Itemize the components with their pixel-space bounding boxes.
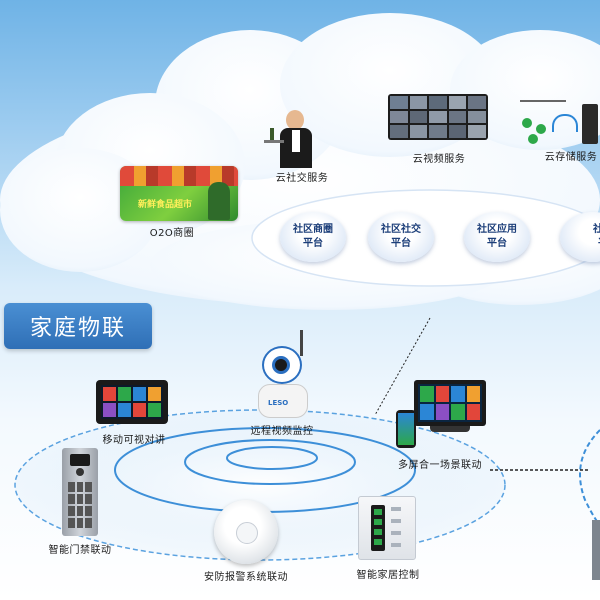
video-wall [388,94,488,140]
camera-brand: LESO [268,399,289,407]
social-service-label: 云社交服务 [275,173,329,184]
platform-community-social: 社区社交平台 [368,212,434,262]
o2o-banner: 新鲜食品超市 [120,166,238,221]
home-iot-title: 家庭物联 [4,303,152,349]
tv-screen [414,380,486,426]
control-panel [358,496,416,560]
right-ring-fragment [579,429,600,526]
multi-screen-label: 多屏合一场景联动 [398,460,482,471]
door-panel [62,448,98,536]
remote-monitor-label: 远程视频监控 [250,426,314,437]
right-partial-device [592,520,600,580]
storage-graphic [520,100,600,145]
storage-service-label: 云存储服务 [544,152,598,163]
alarm-sensor [214,500,278,564]
security-alarm-label: 安防报警系统联动 [204,572,288,583]
platform-community-app: 社区应用平台 [464,212,530,262]
platform-community-commerce: 社区商圈平台 [280,212,346,262]
tv-stand [430,426,470,432]
intercom-label: 移动可视对讲 [102,435,166,446]
phone-device [396,410,416,448]
door-access-label: 智能门禁联动 [48,545,112,556]
o2o-label: O2O商圈 [149,228,195,239]
o2o-banner-text: 新鲜食品超市 [138,200,193,210]
camera-device: LESO [252,330,312,420]
intercom-tablet [96,380,168,424]
vendor-figure [208,182,230,220]
video-service-label: 云视频服务 [412,154,466,165]
waiter-photo [262,108,330,168]
home-control-label: 智能家居控制 [356,570,420,581]
cloud-home-connector [374,317,431,416]
